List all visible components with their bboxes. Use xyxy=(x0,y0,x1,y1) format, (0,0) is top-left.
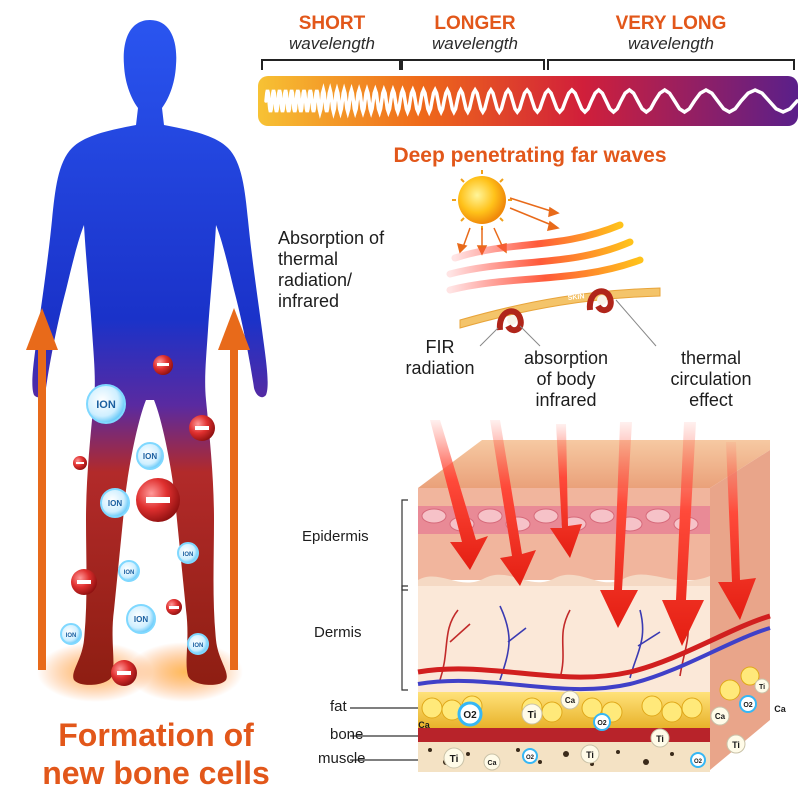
ti-badge: Ti xyxy=(580,744,600,764)
right-up-arrow xyxy=(218,308,250,670)
vein xyxy=(417,626,771,692)
very-long-wavelength-label: VERY LONG wavelength xyxy=(615,13,727,54)
o2-badge: O2 xyxy=(522,748,538,764)
short-wavelength-label: SHORT wavelength xyxy=(288,13,375,54)
sun-radiation-diagram: SKIN xyxy=(446,170,661,347)
svg-text:ION: ION xyxy=(108,499,122,508)
o2-badge: O2 xyxy=(690,752,706,768)
penetration-arrow xyxy=(600,422,638,628)
minus-ball xyxy=(166,599,182,615)
svg-text:Ti: Ti xyxy=(528,710,537,721)
svg-text:Ti: Ti xyxy=(450,754,459,765)
minus-ball xyxy=(111,660,137,686)
body-silhouette xyxy=(32,20,268,685)
o2-badge: O2 xyxy=(457,701,483,727)
bone-label: bone xyxy=(330,726,364,743)
penetration-arrows xyxy=(430,420,756,646)
minus-ball xyxy=(153,355,173,375)
ti-badge: Ti xyxy=(521,703,543,725)
minus-ball xyxy=(189,415,215,441)
ion-ball: ION xyxy=(187,633,209,655)
ti-badge: Ti xyxy=(726,734,746,754)
ti-badge: Ti xyxy=(443,747,465,769)
left-up-arrow xyxy=(26,308,58,670)
deep-penetrating-title: Deep penetrating far waves xyxy=(393,144,667,167)
ca-label-right: Ca xyxy=(774,704,786,714)
svg-text:Ti: Ti xyxy=(732,740,740,750)
skin-cross-section: O2 O2 O2 O2 O2 Ti Ti Ti Ti Ti Ti Ca Ca C… xyxy=(350,420,787,772)
ca-badge: Ca xyxy=(710,706,730,726)
penetration-arrow xyxy=(662,422,704,646)
ion-ball: ION xyxy=(118,560,140,582)
artery xyxy=(417,613,771,680)
svg-text:Ti: Ti xyxy=(656,734,664,744)
penetration-arrow xyxy=(550,424,582,558)
ca-label-left: Ca xyxy=(418,720,430,730)
epidermis-wavy-edge xyxy=(418,574,710,588)
penetration-arrow xyxy=(490,420,536,586)
ion-ball: ION xyxy=(177,542,199,564)
fat-label: fat xyxy=(330,698,347,715)
svg-text:ION: ION xyxy=(143,452,157,461)
bone-layer xyxy=(418,728,710,742)
pointer-lines xyxy=(479,299,657,347)
svg-text:O2: O2 xyxy=(597,720,606,727)
skin-label: SKIN xyxy=(567,293,584,302)
ion-ball: ION xyxy=(86,384,126,424)
sun-icon xyxy=(452,170,512,230)
absorption-coil-icon xyxy=(496,308,524,334)
wave-line xyxy=(264,83,799,119)
ion-ball: ION xyxy=(136,442,164,470)
svg-text:O2: O2 xyxy=(463,710,477,721)
dermis-label: Dermis xyxy=(314,624,362,641)
penetration-arrow xyxy=(430,420,488,570)
ca-badge: Ca xyxy=(560,690,580,710)
penetration-arrow xyxy=(718,442,756,620)
minus-ball xyxy=(73,456,87,470)
skin-top-surface xyxy=(418,440,770,488)
svg-text:Ca: Ca xyxy=(715,712,726,721)
minus-ball xyxy=(136,478,180,522)
svg-text:ION: ION xyxy=(66,633,77,639)
svg-text:ION: ION xyxy=(124,570,135,576)
thermal-coil-icon xyxy=(586,288,614,314)
minus-ball xyxy=(71,569,97,595)
layer-brackets xyxy=(350,499,418,761)
svg-text:ION: ION xyxy=(183,552,194,558)
longer-wavelength-label: LONGER wavelength xyxy=(431,13,518,54)
ion-ball: ION xyxy=(100,488,130,518)
ca-badge: Ca xyxy=(483,753,501,771)
o2-badge: O2 xyxy=(739,695,757,713)
muscle-label: muscle xyxy=(318,750,366,767)
epidermis-label: Epidermis xyxy=(302,528,369,545)
human-figure: ION ION ION ION ION ION ION ION xyxy=(26,20,268,702)
svg-text:Ca: Ca xyxy=(488,760,497,767)
ion-ball: ION xyxy=(60,623,82,645)
svg-text:O2: O2 xyxy=(526,755,535,761)
wavelength-spectrum xyxy=(258,59,799,126)
svg-text:Ti: Ti xyxy=(759,684,765,691)
wavelength-brackets xyxy=(261,59,795,70)
svg-text:O2: O2 xyxy=(743,702,752,709)
svg-text:Ca: Ca xyxy=(565,696,576,705)
svg-text:Ti: Ti xyxy=(586,750,594,760)
ti-badge: Ti xyxy=(754,678,770,694)
ion-ball: ION xyxy=(126,604,156,634)
infrared-waves xyxy=(446,221,644,294)
o2-badge: O2 xyxy=(593,713,611,731)
svg-text:O2: O2 xyxy=(694,759,703,765)
svg-text:ION: ION xyxy=(96,399,116,411)
ti-badge: Ti xyxy=(650,728,670,748)
skin-strip xyxy=(459,287,661,329)
svg-text:ION: ION xyxy=(193,643,204,649)
svg-text:ION: ION xyxy=(134,615,148,624)
